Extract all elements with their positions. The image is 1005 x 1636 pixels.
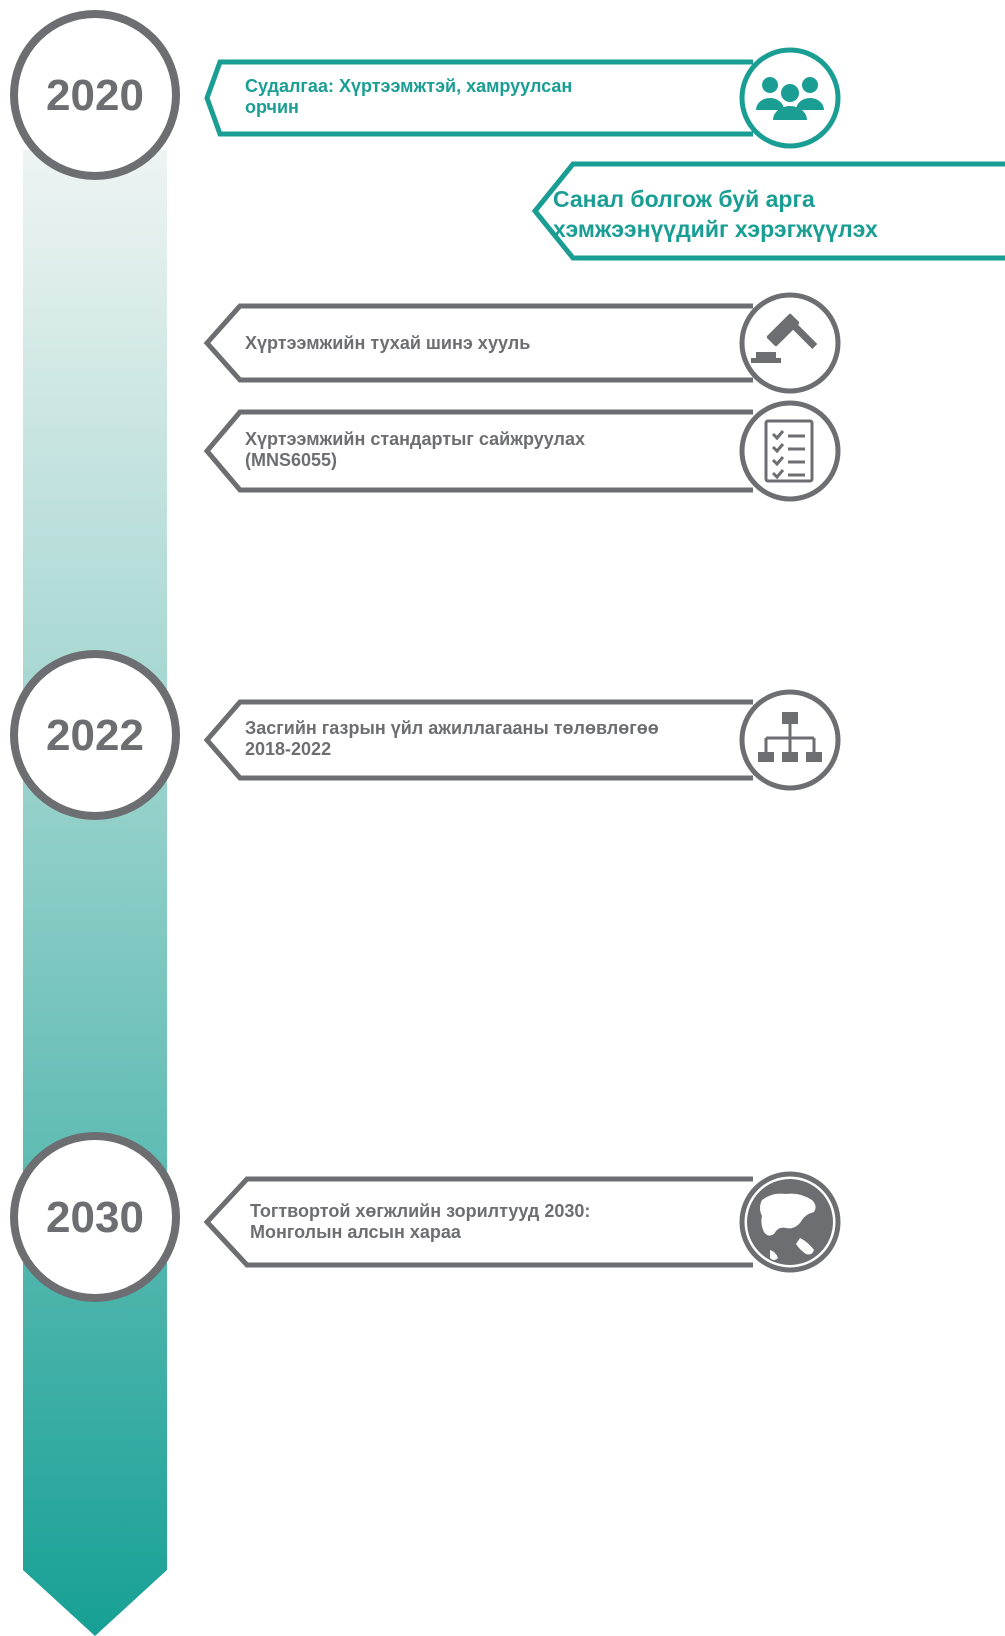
milestone-banner: [203, 1171, 841, 1273]
milestone-year: 2022: [10, 650, 180, 820]
milestone-banner: [204, 47, 841, 149]
svg-text:2030: 2030: [46, 1193, 144, 1242]
milestone-label: Хүртээмжийн тухай шинэ хууль: [245, 333, 531, 353]
milestone-banner: [203, 689, 841, 791]
svg-text:2020: 2020: [46, 71, 144, 120]
milestone-banner: [203, 400, 841, 502]
milestone-label: Хүртээмжийн стандартыг сайжруулах(MNS605…: [245, 429, 585, 470]
svg-text:2022: 2022: [46, 711, 144, 760]
milestone-banner: [203, 292, 841, 394]
milestone-label: Тогтвортой хөгжлийн зорилтууд 2030:Монго…: [250, 1201, 591, 1242]
timeline-bar: [23, 150, 167, 1636]
milestone-year: 2020: [10, 10, 180, 180]
milestone-banner: [531, 161, 1005, 261]
milestone-label: Засгийн газрын үйл ажиллагааны төлөвлөгө…: [245, 718, 659, 759]
checklist-icon: [764, 419, 814, 483]
milestone-year: 2030: [10, 1132, 180, 1302]
org-chart-icon: [758, 712, 822, 762]
globe-icon: [747, 1179, 833, 1265]
gavel-icon: [751, 313, 818, 363]
people-group-icon: [756, 77, 824, 120]
